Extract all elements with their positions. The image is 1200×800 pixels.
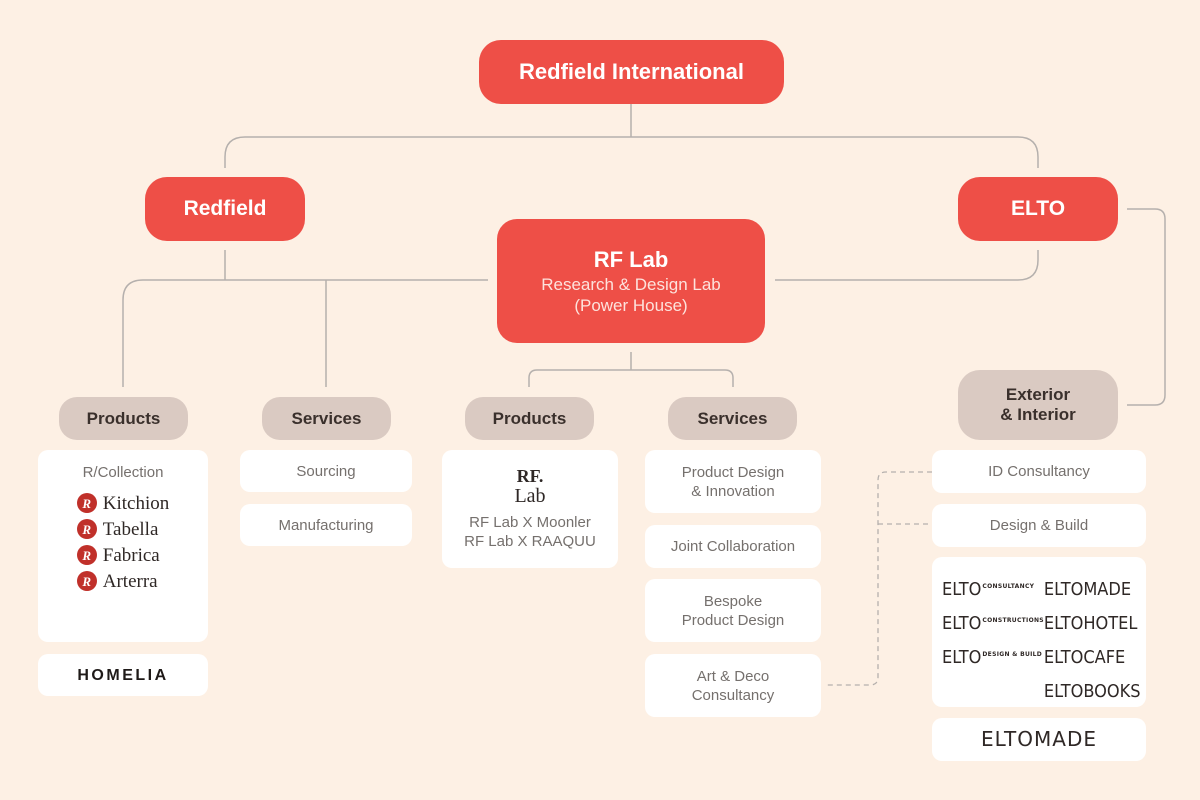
dashed-connector-id — [824, 471, 932, 686]
branch-elto[interactable]: ELTO — [958, 177, 1118, 241]
service-bespoke-product-design[interactable]: Bespoke Product Design — [645, 579, 821, 642]
rflab-subtitle-line1: Research & Design Lab — [541, 275, 721, 294]
elto-brands-right: ELTOMADE ELTOHOTEL ELTOCAFE ELTOBOOKS — [1044, 565, 1141, 701]
r-logo-icon: R — [76, 571, 97, 591]
rflab-title: RF Lab — [593, 247, 669, 272]
root-node[interactable]: Redfield International — [479, 40, 784, 104]
connector-rflab-children — [528, 369, 734, 387]
eltomade-card[interactable]: ELTOMADE — [932, 718, 1146, 761]
brand-eltomade[interactable]: ELTOMADE — [1043, 579, 1132, 600]
connector-elto-exterior — [1127, 208, 1166, 406]
rflab-products-label: Products — [492, 408, 567, 428]
service-design-build[interactable]: Design & Build — [932, 504, 1146, 547]
service-sourcing[interactable]: Sourcing — [240, 450, 412, 492]
branch-elto-label: ELTO — [1010, 197, 1066, 220]
rflab-products-card[interactable]: RF. Lab RF Lab X Moonler RF Lab X RAAQUU — [442, 450, 618, 568]
branch-redfield-label: Redfield — [183, 197, 267, 220]
service-manufacturing[interactable]: Manufacturing — [240, 504, 412, 546]
redfield-services-label: Services — [291, 408, 362, 428]
brand-eltobooks[interactable]: ELTOBOOKS — [1043, 681, 1141, 702]
service-joint-collaboration[interactable]: Joint Collaboration — [645, 525, 821, 568]
rflab-product-raaquu: RF Lab X RAAQUU — [464, 533, 596, 550]
service-art-deco-consultancy[interactable]: Art & Deco Consultancy — [645, 654, 821, 717]
rflab-products-category[interactable]: Products — [465, 397, 594, 440]
rflab-services-label: Services — [697, 408, 768, 428]
homelia-card[interactable]: HOMELIA — [38, 654, 208, 696]
service-product-design-innovation[interactable]: Product Design & Innovation — [645, 450, 821, 513]
branch-redfield[interactable]: Redfield — [145, 177, 305, 241]
eltomade-logo: ELTOMADE — [981, 727, 1097, 751]
elto-exterior-interior-category[interactable]: Exterior & Interior — [958, 370, 1118, 440]
r-logo-icon: R — [76, 545, 97, 565]
r-logo-icon: R — [76, 493, 97, 513]
redfield-products-category[interactable]: Products — [59, 397, 188, 440]
r-collection-title: R/Collection — [82, 464, 164, 481]
homelia-logo: HOMELIA — [77, 666, 169, 684]
rflab-product-moonler: RF Lab X Moonler — [469, 514, 591, 531]
redfield-products-label: Products — [86, 408, 161, 428]
connector-elto-rflab — [775, 250, 1039, 281]
rflab-subtitle-line2: (Power House) — [574, 296, 688, 315]
rflab-logo-bottom: Lab — [514, 485, 546, 507]
r-logo-icon: R — [76, 519, 97, 539]
brand-eltocafe[interactable]: ELTOCAFE — [1043, 647, 1126, 668]
rflab-logo-top: RF. — [516, 466, 544, 486]
elto-category-line2: & Interior — [1000, 405, 1076, 424]
redfield-services-category[interactable]: Services — [262, 397, 391, 440]
service-id-consultancy[interactable]: ID Consultancy — [932, 450, 1146, 493]
elto-category-line1: Exterior — [1005, 385, 1071, 404]
rflab-services-category[interactable]: Services — [668, 397, 797, 440]
connector-root-branches — [224, 136, 1039, 168]
brand-eltohotel[interactable]: ELTOHOTEL — [1043, 613, 1138, 634]
root-label: Redfield International — [519, 59, 744, 84]
connector-redfield-children — [122, 279, 488, 387]
branch-rflab[interactable]: RF Lab Research & Design Lab (Power Hous… — [497, 219, 765, 343]
